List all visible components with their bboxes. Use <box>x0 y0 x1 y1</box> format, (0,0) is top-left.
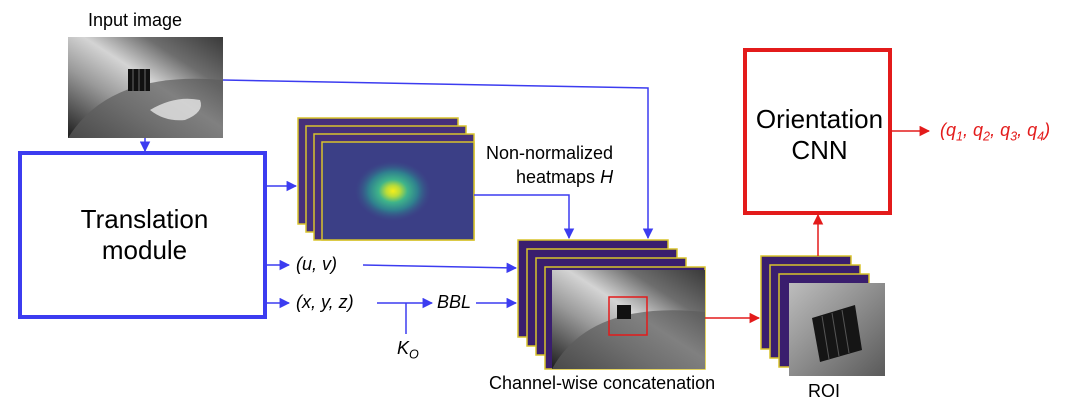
roi-satellite-icon <box>812 305 862 362</box>
xyz-label: (x, y, z) <box>296 292 354 312</box>
q-open: (q <box>940 120 957 140</box>
concat-label: Channel-wise concatenation <box>489 373 716 393</box>
q2-pre: , q <box>963 120 984 140</box>
q4-pre: , q <box>1017 120 1038 140</box>
arrow-uv-to-concat <box>362 262 518 274</box>
heatmaps-symbol: H <box>600 167 614 187</box>
input-image <box>68 37 223 138</box>
bbl-label: BBL <box>437 292 472 312</box>
roi-label: ROI <box>808 381 841 401</box>
output-quaternion-label: (q1, q2, q3, q4) <box>940 120 1050 144</box>
arrow-heatmap-to-concat <box>474 194 575 240</box>
q-close: ) <box>1044 120 1051 140</box>
heatmap-peak <box>355 161 431 221</box>
orientation-cnn-line1: Orientation <box>755 104 884 134</box>
translation-module-line2: module <box>101 235 188 265</box>
concat-roi-box <box>608 296 648 336</box>
red-arrows <box>705 125 931 324</box>
heatmaps-label: Non-normalized heatmaps H <box>486 141 613 189</box>
q3-sub: 3 <box>1010 129 1018 144</box>
translation-module-line1: Translation <box>80 204 209 234</box>
uv-label: (u, v) <box>296 254 338 274</box>
orientation-cnn-label: Orientation CNN <box>745 104 894 166</box>
k-main: K <box>397 338 410 358</box>
k-sub: O <box>409 347 419 362</box>
arrow-image-to-concat <box>222 79 654 240</box>
heatmap-stack <box>297 117 475 241</box>
translation-module-label: Translation module <box>20 204 269 266</box>
orientation-cnn-line2: CNN <box>791 135 848 165</box>
q2-sub: 2 <box>983 129 991 144</box>
heatmaps-label-line2: heatmaps <box>515 167 596 187</box>
satellite-icon <box>128 69 150 91</box>
heatmaps-label-line1: Non-normalized <box>486 143 614 163</box>
input-image-label: Input image <box>88 10 183 30</box>
k-label: KO <box>397 338 419 362</box>
q1-sub: 1 <box>956 129 964 144</box>
concat-stack <box>517 239 706 370</box>
roi-stack <box>760 255 885 376</box>
q3-pre: , q <box>990 120 1011 140</box>
translation-module-box <box>18 151 267 319</box>
q4-sub: 4 <box>1037 129 1045 144</box>
blue-arrows <box>139 79 654 334</box>
